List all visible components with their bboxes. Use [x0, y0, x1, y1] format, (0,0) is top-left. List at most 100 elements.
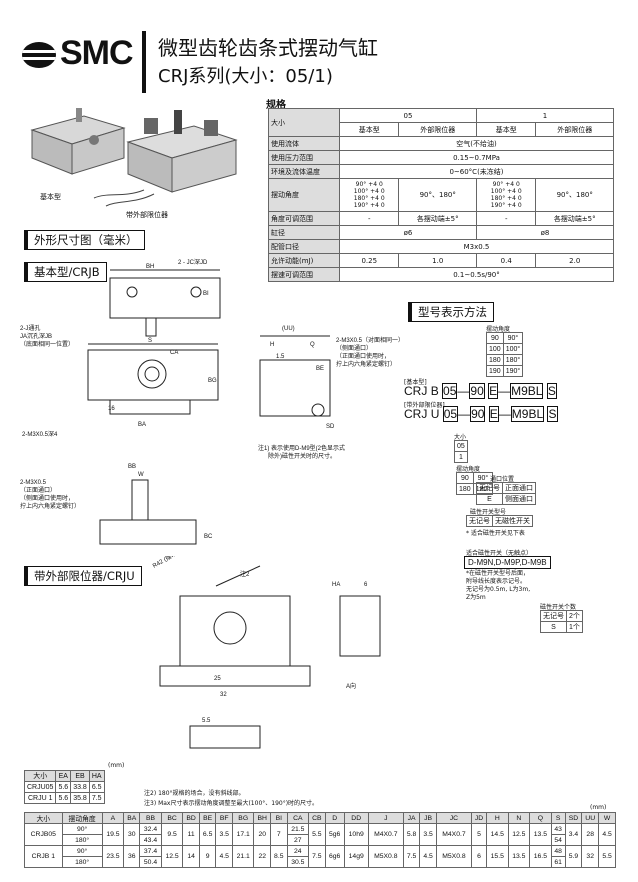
order-sw-note: * 适合磁性开关见下表: [466, 530, 525, 537]
svg-text:除外)磁性开关时的尺寸。: 除外)磁性开关时的尺寸。: [268, 452, 336, 460]
product-photos: [30, 108, 238, 207]
order-ext-label: [带外部限位器]: [404, 402, 445, 409]
section-order: 型号表示方法: [408, 302, 494, 322]
basic-product-image: [30, 108, 126, 175]
dim-cell: 28: [581, 823, 600, 846]
order-qty-title: 磁性开关个数: [540, 604, 577, 611]
dim-cell: 14.5: [486, 823, 509, 846]
note2: 注2) 180°规格的场合，没有斜线部。: [144, 790, 245, 797]
dim-cell: 48: [550, 845, 566, 857]
dim-cell: 17.1: [231, 823, 255, 846]
dim-cell: 23.5: [101, 845, 125, 868]
dim-cell: 6: [470, 845, 488, 868]
order-code-basic: CRJ B 05—90 E—M9BL S: [404, 383, 557, 399]
svg-text:5.5: 5.5: [202, 718, 211, 724]
dim-header: UU: [581, 812, 600, 824]
ext-drawings: R42 (摆动端半径) 注2 25 32 HA6 A向 5.5: [151, 556, 381, 749]
dim-cell: 13.5: [529, 823, 552, 846]
svg-text:（底面相同一位置）: （底面相同一位置）: [20, 340, 74, 348]
order-swfit-title: 适合磁性开关（无触点）: [466, 550, 533, 557]
dim-header: S: [550, 812, 566, 824]
dim-header: A: [101, 812, 125, 824]
spec-size-1: 1: [475, 108, 615, 123]
ext-bottom-view: [189, 725, 261, 749]
dim-cell: 32.4: [139, 823, 162, 835]
dim-cell: 5: [470, 823, 488, 846]
svg-text:CA: CA: [170, 350, 178, 356]
order-sw-title: 磁性开关型号: [470, 509, 507, 516]
dim-cell: 27: [286, 834, 310, 846]
svg-text:（侧面通口使用时，: （侧面通口使用时，: [20, 494, 74, 502]
side-view-body: [259, 359, 331, 417]
spec-row-value: 空气(不给油): [339, 136, 614, 151]
dim-header: BB: [139, 812, 162, 824]
svg-text:BC: BC: [204, 534, 213, 540]
spec-angle-ext-05: 90°、180°: [398, 178, 477, 212]
svg-text:H: H: [270, 342, 274, 348]
section-basic: 基本型/CRJB: [24, 262, 107, 282]
dim-cell: 6.5: [198, 823, 217, 846]
dim-cell: M4X0.7: [367, 823, 404, 846]
svg-text:R42 (摆动端半径): R42 (摆动端半径): [151, 556, 195, 570]
dim-cell: CRJB 1: [24, 845, 63, 868]
spec-size-label: 大小: [268, 108, 340, 137]
dim-cell: 4.5: [598, 823, 616, 846]
dim-cell: 21.1: [231, 845, 255, 868]
dim-cell: 6g6: [324, 845, 345, 868]
svg-text:6: 6: [364, 582, 368, 588]
dim-header: BG: [231, 812, 255, 824]
svg-text:2-M3X0.5（对面相同一）: 2-M3X0.5（对面相同一）: [336, 336, 400, 344]
ext-product-image: [93, 110, 238, 207]
dim-cell: 24: [286, 845, 310, 857]
dim-header: CB: [308, 812, 326, 824]
order-sw-note2: *在磁性开关型号后面，附导线长度表示记号。无记号为0.5m, L为3m,Z为5m: [466, 570, 531, 601]
dim-cell: 30: [123, 823, 141, 846]
dim-cell: 22: [253, 845, 272, 868]
spec-row-value: 0.15~0.7MPa: [339, 150, 614, 165]
svg-text:注2: 注2: [240, 570, 250, 578]
spec-angle-ext-1: 90°、180°: [535, 178, 614, 212]
dim-header: 大小: [24, 812, 63, 824]
dim-header: JB: [419, 812, 437, 824]
bottom-view-body: [99, 519, 197, 545]
spec-variant: 外部限位器: [398, 122, 477, 137]
dim-cell: 15.5: [486, 845, 509, 868]
dim-cell: 54: [550, 834, 566, 846]
svg-text:BI: BI: [203, 291, 209, 297]
dim-cell: 7.5: [402, 845, 421, 868]
dim-cell: 11: [182, 823, 200, 846]
dim-header: BH: [253, 812, 272, 824]
dim-header: BA: [123, 812, 141, 824]
dim-cell: 61: [550, 856, 566, 868]
dim-cell: 50.4: [139, 856, 162, 868]
svg-text:BB: BB: [128, 464, 136, 470]
dim-cell: 14: [182, 845, 200, 868]
svg-text:2-J通孔: 2-J通孔: [20, 324, 40, 332]
page-title: 微型齿轮齿条式摆动气缸: [158, 36, 378, 60]
dim-cell: 180°: [61, 834, 103, 846]
order-basic-label: [基本型]: [404, 379, 427, 386]
spec-energy-label: 允许动能(mJ): [268, 253, 340, 268]
dim-cell: 12.5: [160, 845, 184, 868]
svg-text:BH: BH: [146, 264, 154, 270]
dim-cell: 16.5: [529, 845, 552, 868]
order-port-title: 通口位置: [490, 476, 515, 483]
dim-table-unit: (mm): [590, 804, 607, 811]
dim-header: J: [367, 812, 404, 824]
dim-cell: 32: [581, 845, 600, 868]
dim-cell: 7: [270, 823, 288, 846]
svg-text:25: 25: [214, 676, 221, 682]
svg-text:注1) 表示使用D-M9型(2色显示式: 注1) 表示使用D-M9型(2色显示式: [258, 444, 345, 452]
dim-cell: M5X0.8: [367, 845, 404, 868]
small-table-unit: (mm): [108, 762, 125, 769]
brand-text: SMC: [60, 34, 134, 72]
dim-header: JA: [402, 812, 421, 824]
